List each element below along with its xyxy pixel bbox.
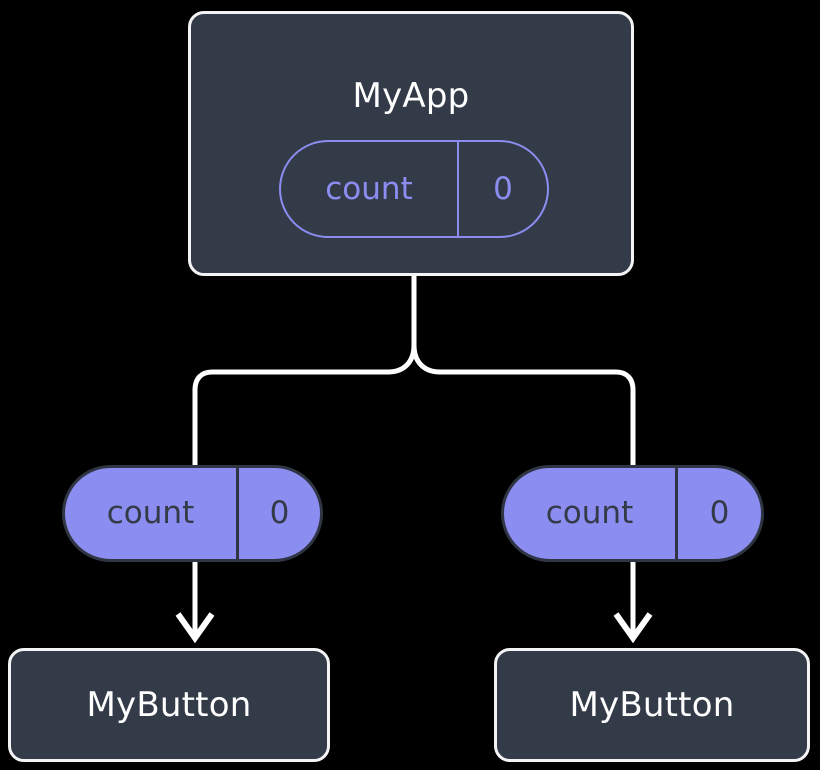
- component-box-mybutton-right[interactable]: MyButton: [494, 648, 810, 762]
- prop-pill-left[interactable]: count 0: [62, 465, 323, 562]
- state-pill-count[interactable]: count 0: [279, 140, 549, 238]
- component-label-mybutton-right: MyButton: [569, 685, 735, 725]
- component-label-myapp: MyApp: [352, 76, 470, 116]
- component-box-myapp[interactable]: MyApp count 0: [188, 11, 634, 276]
- arrow-head-right-icon: [613, 612, 653, 644]
- state-pill-key: count: [325, 170, 413, 207]
- component-label-mybutton-left: MyButton: [86, 685, 252, 725]
- prop-pill-right[interactable]: count 0: [501, 465, 764, 562]
- arrow-head-left-icon: [175, 612, 215, 644]
- wire-fork-left: [192, 344, 417, 466]
- state-pill-value: 0: [457, 142, 547, 236]
- prop-pill-left-value: 0: [236, 468, 320, 559]
- wire-fork-right: [411, 344, 636, 466]
- prop-pill-left-key: count: [106, 495, 195, 531]
- component-box-mybutton-left[interactable]: MyButton: [8, 648, 330, 762]
- prop-pill-right-key: count: [545, 495, 634, 531]
- prop-pill-right-value: 0: [675, 468, 761, 559]
